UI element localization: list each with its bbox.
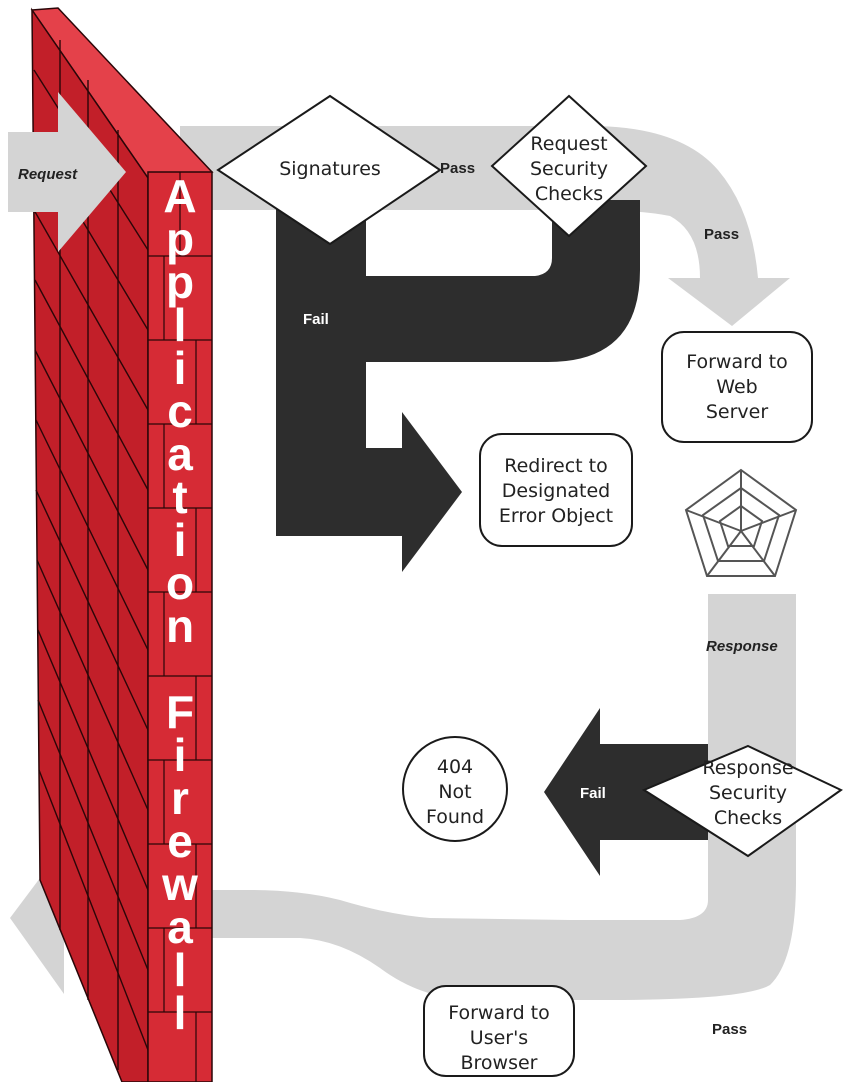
wall-title-letter: p xyxy=(166,213,194,265)
wall-title-letter: a xyxy=(167,428,193,480)
wall-title-letter: i xyxy=(174,514,187,566)
response-label: Response xyxy=(706,638,778,655)
node-label-line: Redirect to xyxy=(504,455,607,477)
node-label-line: Designated xyxy=(502,480,610,502)
wall-side-face xyxy=(31,7,149,1082)
node-label-line: Signatures xyxy=(279,158,381,180)
response-band xyxy=(570,594,796,1000)
node-label-line: Server xyxy=(706,401,768,423)
node-label-line: Security xyxy=(530,158,608,180)
pass-checks-label: Pass xyxy=(704,226,739,243)
browser-pass-band xyxy=(10,846,570,1000)
wall-title-letter: l xyxy=(174,299,187,351)
wall-title-letter: l xyxy=(174,944,187,996)
wall-title-letter: l xyxy=(174,987,187,1039)
node-label-line: Request xyxy=(530,133,607,155)
forward-web-server-box xyxy=(661,331,813,443)
redirect-error-box xyxy=(479,433,633,547)
response-security-checks-diamond xyxy=(641,744,843,858)
pass-response-label: Pass xyxy=(712,1021,747,1038)
wall-front-mortar xyxy=(148,172,212,1082)
fail-response-label: Fail xyxy=(580,785,606,802)
node-label-line: Web xyxy=(716,376,757,398)
node-label-line: Found xyxy=(426,806,484,828)
fail-request-label: Fail xyxy=(303,311,329,328)
node-label-line: Checks xyxy=(714,807,782,829)
wall-title-letter: A xyxy=(163,170,196,222)
wall-title-letter: n xyxy=(166,600,194,652)
signatures-label: Signatures xyxy=(279,158,381,180)
node-label-line: 404 xyxy=(437,756,473,778)
request-label: Request xyxy=(18,166,78,183)
request-input-arrow xyxy=(8,92,126,252)
request-security-checks-diamond xyxy=(490,94,648,238)
wall-title-letter: i xyxy=(174,729,187,781)
node-label-line: Forward to xyxy=(448,1002,550,1024)
wall-title-letter: F xyxy=(166,686,194,738)
wall-title-letter: w xyxy=(161,858,198,910)
node-label-line: Browser xyxy=(461,1052,538,1074)
request-fail-arrow xyxy=(276,200,640,572)
node-label-line: Response xyxy=(702,757,793,779)
node-label-line: Error Object xyxy=(499,505,613,527)
wall-title-letter: c xyxy=(167,385,193,437)
pass-signatures-label: Pass xyxy=(440,160,475,177)
node-label-line: User's xyxy=(470,1027,528,1049)
wall-title-letter: i xyxy=(174,342,187,394)
node-label-line: Not xyxy=(438,781,471,803)
wall-title-letter: p xyxy=(166,256,194,308)
wall-title-letter: r xyxy=(171,772,189,824)
spider-web-icon xyxy=(684,468,798,577)
wall-title-letter: o xyxy=(166,557,194,609)
wall-front-face xyxy=(147,171,213,1082)
node-label-line: Checks xyxy=(535,183,603,205)
wall-title-letter: a xyxy=(167,901,193,953)
node-label-line: Forward to xyxy=(686,351,788,373)
wall-title-letter: t xyxy=(172,471,187,523)
response-fail-arrow xyxy=(544,708,708,876)
not-found-circle xyxy=(402,736,508,842)
wall-title-letter: e xyxy=(167,815,193,867)
fail-flow-path xyxy=(276,200,708,876)
forward-browser-box xyxy=(423,985,575,1077)
signatures-diamond xyxy=(216,94,442,246)
node-label-line: Security xyxy=(709,782,787,804)
